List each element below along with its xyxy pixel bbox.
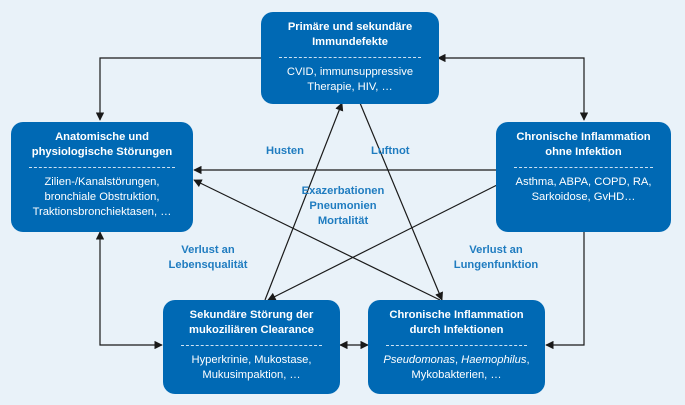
node-body-line: CVID, immunsuppressive: [286, 66, 414, 78]
label-center-consequences: Exazerbationen Pneumonien Mortalität: [292, 184, 394, 229]
pathogen-name: Haemophilus: [461, 354, 527, 366]
arrow-left-to-bottom-left: [95, 231, 163, 350]
arrow-right-to-bottom-left: [267, 184, 498, 301]
node-immune-defects: Primäre und sekundäre Immundefekte CVID,…: [261, 12, 439, 104]
node-title-line: physiologische Störungen: [31, 146, 173, 158]
label-luftnot: Luftnot: [371, 145, 410, 157]
node-mucociliary-clearance: Sekundäre Störung der mukoziliären Clear…: [163, 300, 340, 394]
label-line: Lebensqualität: [168, 259, 248, 271]
node-body-line: Traktionsbronchiektasen, …: [32, 206, 172, 218]
dashed-separator: [386, 345, 527, 346]
dashed-separator: [514, 167, 653, 168]
node-chronic-inflammation-no-infection: Chronische Inflammation ohne Infektion A…: [496, 122, 671, 232]
separator-text: ,: [526, 354, 530, 366]
label-line: Pneumonien: [309, 200, 377, 212]
node-title-line: Chronische Inflammation: [516, 131, 651, 143]
arrow-right-to-bottom-right: [545, 232, 585, 350]
node-body-line: Zilien-/Kanalstörungen,: [44, 176, 160, 188]
node-body-line: Mukusimpaktion, …: [202, 369, 301, 381]
node-title-line: ohne Infektion: [545, 146, 622, 158]
arrow-top-to-left: [95, 57, 262, 121]
pathogen-name: Pseudomonas: [383, 354, 455, 366]
node-body-line: bronchiale Obstruktion,: [44, 191, 160, 203]
label-line: Verlust an: [469, 244, 523, 256]
node-title-line: durch Infektionen: [409, 324, 504, 336]
node-title-line: Primäre und sekundäre: [287, 21, 413, 33]
arrow-bottom-left-to-top: [264, 102, 344, 301]
node-chronic-inflammation-infections: Chronische Inflammation durch Infektione…: [368, 300, 545, 394]
arrow-top-right: [437, 53, 589, 121]
node-body-line: Asthma, ABPA, COPD, RA,: [515, 176, 652, 188]
label-husten: Husten: [266, 145, 304, 157]
node-title-line: mukoziliären Clearance: [189, 324, 314, 336]
label-line: Mortalität: [317, 215, 369, 227]
label-line: Verlust an: [181, 244, 235, 256]
node-title-line: Sekundäre Störung der: [189, 309, 314, 321]
node-anatomical-disorders: Anatomische und physiologische Störungen…: [11, 122, 193, 232]
arrow-bottom-right-to-left: [193, 179, 441, 301]
dashed-separator: [29, 167, 175, 168]
dashed-separator: [279, 57, 421, 58]
label-verlust-lungenfunktion: Verlust an Lungenfunktion: [446, 243, 546, 273]
node-body-line: Mykobakterien, …: [411, 369, 502, 381]
arrow-top-to-bottom-right: [359, 102, 443, 301]
node-body-line: Sarkoidose, GvHD…: [531, 191, 636, 203]
node-title-line: Immundefekte: [312, 36, 388, 48]
label-verlust-lebensqualitaet: Verlust an Lebensqualität: [160, 243, 256, 273]
separator-text: ,: [454, 354, 462, 366]
node-body-line: Therapie, HIV, …: [307, 81, 393, 93]
node-title-line: Chronische Inflammation: [389, 309, 524, 321]
node-body-line: Pseudomonas, Haemophilus,: [376, 353, 537, 368]
node-title-line: Anatomische und: [55, 131, 149, 143]
label-line: Exazerbationen: [301, 185, 385, 197]
node-body-line: Hyperkrinie, Mukostase,: [191, 354, 312, 366]
dashed-separator: [181, 345, 322, 346]
label-line: Lungenfunktion: [453, 259, 539, 271]
